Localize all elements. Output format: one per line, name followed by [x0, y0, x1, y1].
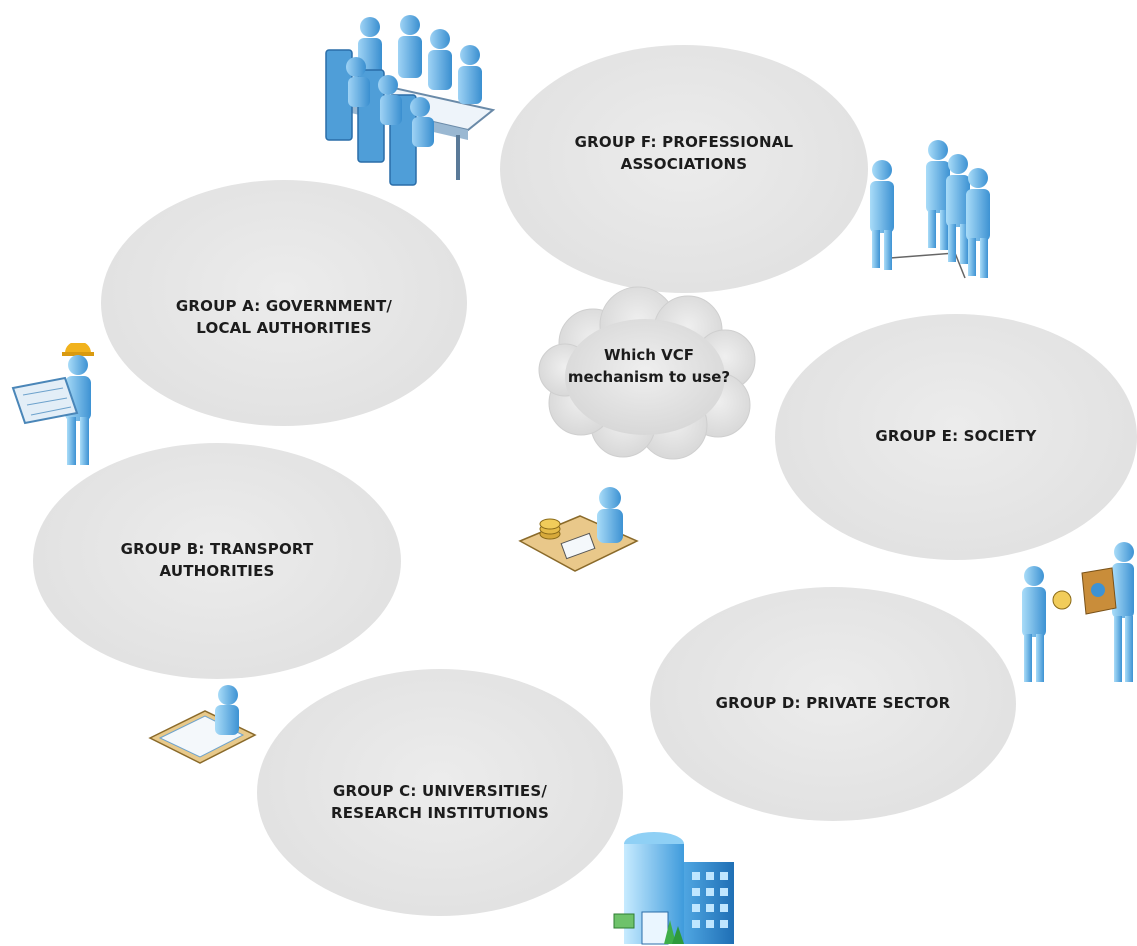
group-f-label-line2: ASSOCIATIONS: [620, 155, 748, 173]
group-e-ellipse: GROUP E: SOCIETY: [775, 314, 1137, 560]
center-question: Which VCF mechanism to use?: [533, 345, 765, 389]
group-b-ellipse: GROUP B: TRANSPORT AUTHORITIES: [33, 443, 401, 679]
group-d-ellipse: GROUP D: PRIVATE SECTOR: [650, 587, 1016, 821]
group-d-label-line1: GROUP D: PRIVATE SECTOR: [715, 694, 951, 713]
group-a-label: GROUP A: GOVERNMENT/ LOCAL AUTHORITIES: [176, 296, 392, 340]
engineer-with-plans-icon: [11, 343, 94, 465]
group-e-label-line1: GROUP E: SOCIETY: [875, 427, 1037, 446]
group-a-ellipse: GROUP A: GOVERNMENT/ LOCAL AUTHORITIES: [101, 180, 467, 426]
group-b-label: GROUP B: TRANSPORT AUTHORITIES: [121, 539, 314, 583]
group-f-label-line1: GROUP F: PROFESSIONAL: [574, 133, 794, 152]
group-c-label-line1: GROUP C: UNIVERSITIES/: [332, 781, 548, 800]
group-e-label: GROUP E: SOCIETY: [875, 426, 1036, 448]
group-d-label: GROUP D: PRIVATE SECTOR: [716, 693, 951, 715]
accountant-at-desk-icon: [518, 487, 639, 572]
center-question-line1: Which VCF: [603, 346, 695, 364]
group-f-ellipse: GROUP F: PROFESSIONAL ASSOCIATIONS: [500, 45, 868, 293]
center-question-line2: mechanism to use?: [567, 367, 731, 386]
designer-at-drafting-table-icon: [148, 685, 257, 764]
group-f-label: GROUP F: PROFESSIONAL ASSOCIATIONS: [575, 132, 794, 176]
meeting-table-icon: [325, 15, 496, 186]
standing-people-icon: [870, 140, 990, 279]
group-b-label-line1: GROUP B: TRANSPORT: [120, 540, 314, 559]
group-a-label-line1: GROUP A: GOVERNMENT/: [175, 297, 393, 316]
question-cloud: [538, 286, 756, 460]
office-building-icon: [613, 832, 734, 945]
money-exchange-icon: [1022, 542, 1134, 682]
group-c-ellipse: GROUP C: UNIVERSITIES/ RESEARCH INSTITUT…: [257, 669, 623, 916]
group-c-label: GROUP C: UNIVERSITIES/ RESEARCH INSTITUT…: [331, 781, 549, 825]
group-b-label-line2: AUTHORITIES: [159, 562, 275, 580]
group-c-label-line2: RESEARCH INSTITUTIONS: [330, 803, 550, 822]
group-a-label-line2: LOCAL AUTHORITIES: [196, 319, 372, 337]
